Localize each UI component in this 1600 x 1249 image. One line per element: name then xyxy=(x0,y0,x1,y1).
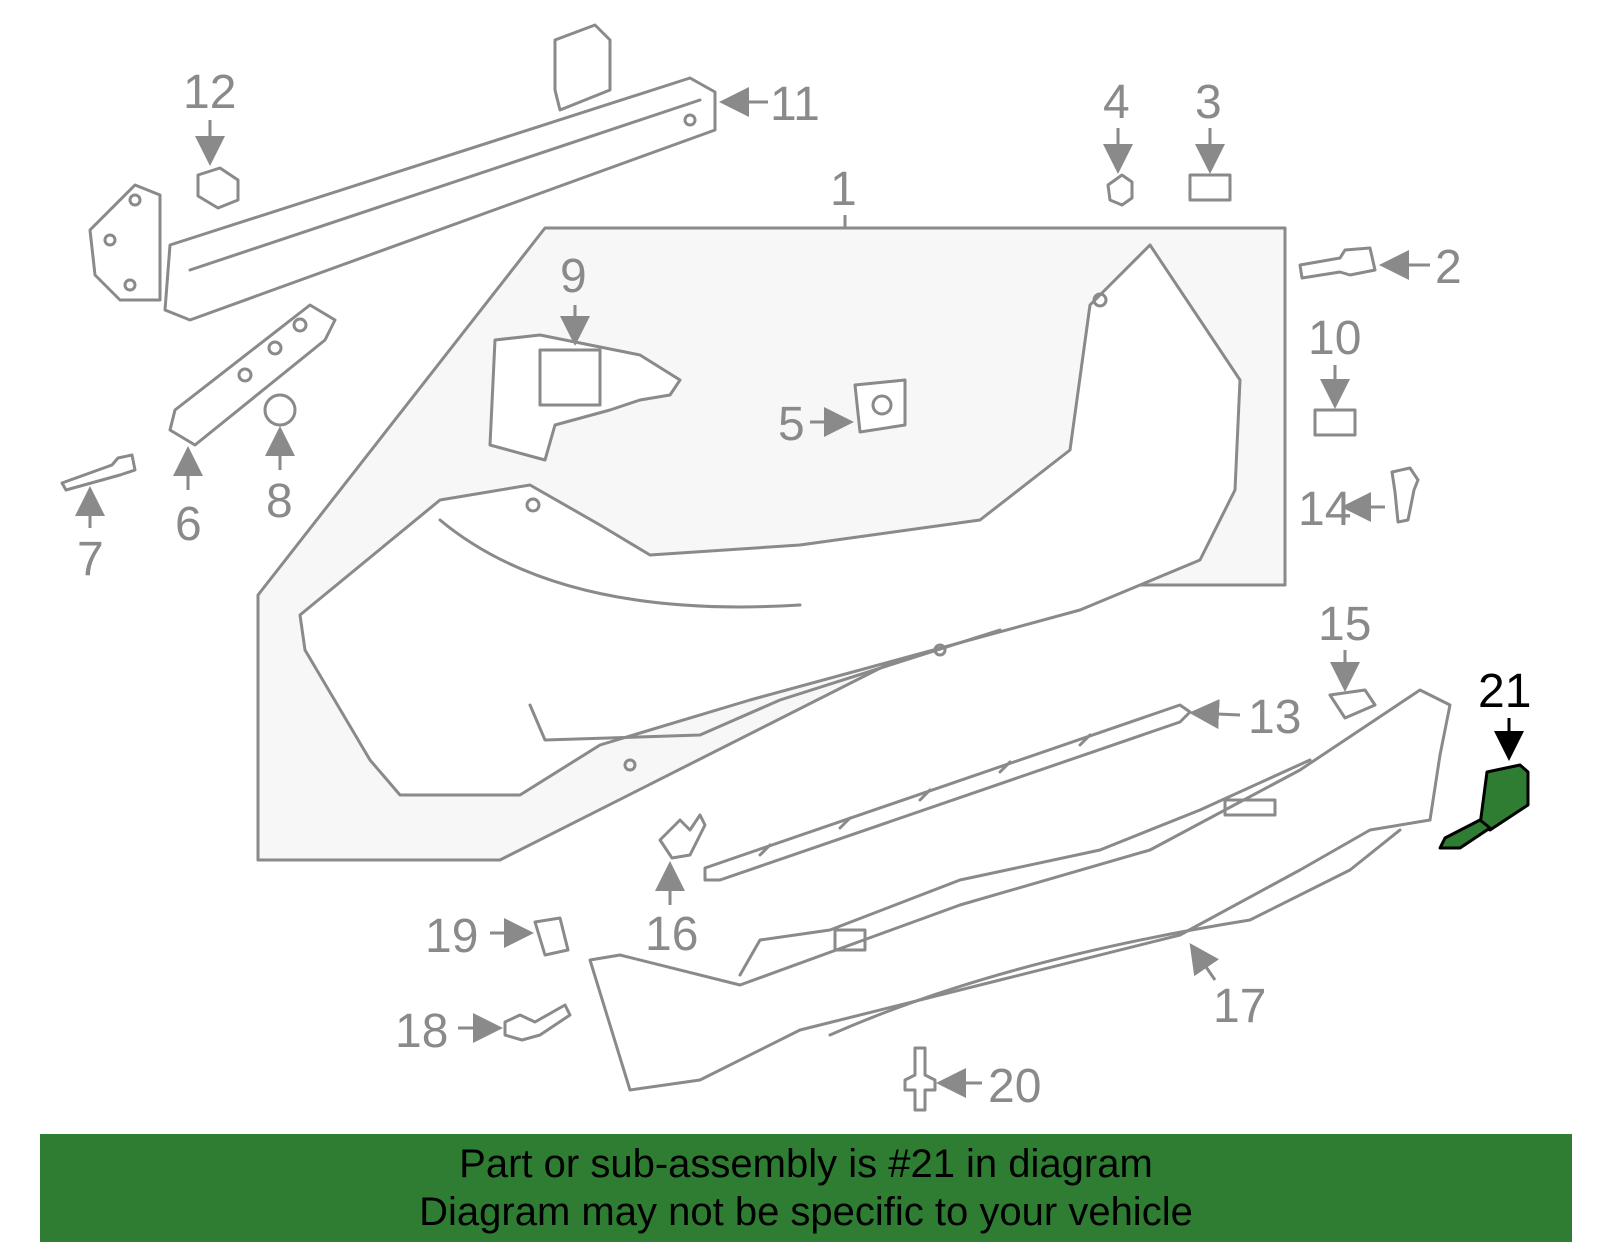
callout-8: 8 xyxy=(266,475,293,528)
callout-18: 18 xyxy=(395,1005,448,1058)
info-banner: Part or sub-assembly is #21 in diagram D… xyxy=(40,1134,1572,1242)
callout-6: 6 xyxy=(175,498,202,551)
callout-12: 12 xyxy=(183,66,236,119)
bolt-14 xyxy=(1390,466,1420,524)
sensor-20 xyxy=(903,1046,937,1112)
clip-19 xyxy=(533,916,570,957)
bolt-16 xyxy=(658,813,707,860)
reinforcement-beam xyxy=(88,23,717,322)
callout-7: 7 xyxy=(77,533,104,586)
clip-5 xyxy=(853,378,907,434)
callout-10: 10 xyxy=(1308,312,1361,365)
bracket-9 xyxy=(488,333,682,462)
pushpin-4 xyxy=(1106,173,1134,207)
callout-4: 4 xyxy=(1103,76,1130,129)
banner-line-2: Diagram may not be specific to your vehi… xyxy=(419,1190,1193,1234)
ring-8 xyxy=(263,393,297,427)
callout-14: 14 xyxy=(1298,483,1351,536)
callout-9: 9 xyxy=(560,250,587,303)
lower-fascia xyxy=(588,688,1452,1092)
callout-1: 1 xyxy=(830,163,857,216)
callout-13: 13 xyxy=(1248,691,1301,744)
highlighted-part-21 xyxy=(1438,763,1530,850)
callout-3: 3 xyxy=(1195,76,1222,129)
bolt-18 xyxy=(503,1003,572,1042)
banner-line-1: Part or sub-assembly is #21 in diagram xyxy=(459,1142,1153,1186)
rivet-pin-7 xyxy=(60,453,137,492)
callout-21: 21 xyxy=(1478,665,1531,718)
bumper-cover xyxy=(298,243,1242,797)
nut-12 xyxy=(196,166,240,210)
callout-5: 5 xyxy=(778,398,805,451)
clip-3 xyxy=(1188,173,1232,202)
callout-15: 15 xyxy=(1318,598,1371,651)
molding-13 xyxy=(703,703,1192,882)
callout-19: 19 xyxy=(425,910,478,963)
clip-10 xyxy=(1313,408,1357,437)
callout-2: 2 xyxy=(1435,241,1462,294)
callout-16: 16 xyxy=(645,908,698,961)
callout-17: 17 xyxy=(1213,980,1266,1033)
callout-20: 20 xyxy=(988,1060,1041,1113)
bolt-2 xyxy=(1298,246,1377,280)
callout-11: 11 xyxy=(770,78,820,131)
clip-15 xyxy=(1328,688,1377,720)
